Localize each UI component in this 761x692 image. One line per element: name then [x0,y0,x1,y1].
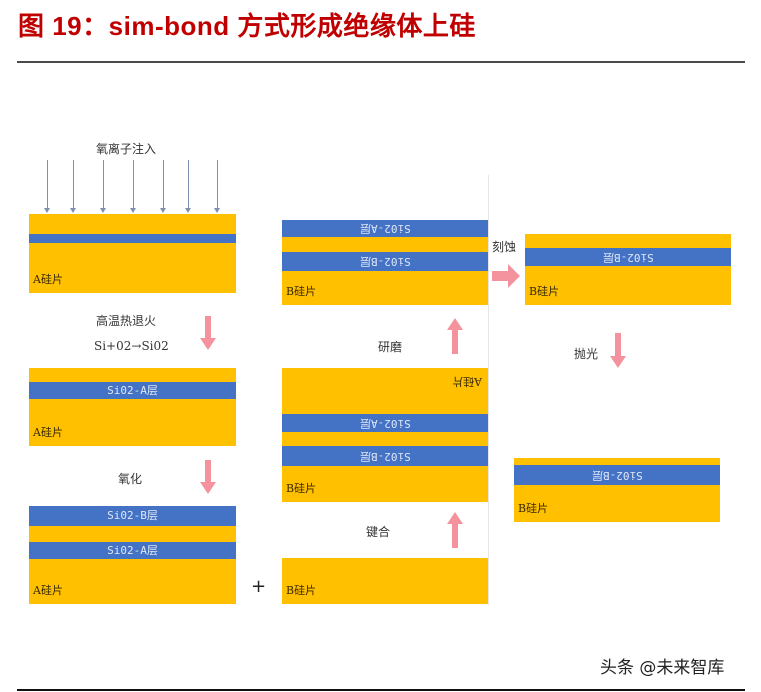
implanted-oxygen-layer [29,234,236,243]
step-label-grind: 研磨 [378,340,403,354]
figure-title: 图 19：sim-bond 方式形成绝缘体上硅 [18,11,476,41]
oxide-layer-a: Si02-A层 [29,382,236,399]
oxide-layer-a: Si02-A层 [29,542,236,559]
step-label-anneal-reaction: Si+02→Si02 [94,339,169,353]
wafer-label: B硅片 [518,502,549,515]
oxide-layer-b: Si02-B层 [525,248,731,266]
watermark: 头条 @未来智库 [600,658,725,678]
up-arrow-icon [447,512,463,548]
oxide-layer-b: Si02-B层 [29,506,236,526]
flipped-text: Si02-B层 [602,251,654,264]
ion-arrow-icon [100,160,106,213]
wafer-label: A硅片 [33,584,63,597]
wafer-label: A硅片 [33,426,63,439]
wafer-label: B硅片 [286,584,317,597]
ion-arrow-icon [70,160,76,213]
wafer-label: B硅片 [529,285,560,298]
ion-arrow-icon [214,160,220,213]
wafer-label: B硅片 [286,482,317,495]
ion-arrow-icon [185,160,191,213]
wafer-bonded: A硅片 Si02-A层 Si02-B层 B硅片 [282,368,488,502]
oxide-layer-a: Si02-A层 [282,414,488,432]
bottom-divider [17,689,745,691]
flipped-text: Si02-B层 [591,469,643,482]
flipped-text: Si02-B层 [359,450,411,463]
flipped-text: A硅片 [452,375,482,388]
plus-sign: + [251,576,267,597]
wafer-ground: Si02-A层 Si02-B层 B硅片 [282,220,488,305]
step-label-anneal: 高温热退火 [96,314,157,328]
down-arrow-icon [200,316,216,350]
step-label-oxidize: 氧化 [118,472,143,486]
flipped-text: Si02-A层 [359,417,411,430]
up-arrow-icon [447,318,463,354]
ion-arrow-icon [130,160,136,213]
top-divider [17,61,745,63]
wafer-label-flipped: A硅片 [452,374,482,390]
right-arrow-icon [492,264,520,288]
wafer-label: A硅片 [33,273,63,286]
wafer-a-oxidized: Si02-B层 Si02-A层 A硅片 [29,506,236,604]
wafer-a-implanted: A硅片 [29,214,236,293]
down-arrow-icon [200,460,216,494]
oxide-layer-b: Si02-B层 [282,446,488,466]
flipped-text: Si02-A层 [359,222,411,235]
step-label-polish: 抛光 [574,347,599,361]
step-label-etch: 刻蚀 [492,240,517,254]
down-arrow-icon [610,333,626,368]
oxide-layer-b: Si02-B层 [514,465,720,485]
wafer-polished: Si02-B层 B硅片 [514,458,720,522]
wafer-etched: Si02-B层 B硅片 [525,234,731,305]
step-label-ion-implant: 氧离子注入 [96,142,157,156]
ion-arrow-icon [160,160,166,213]
oxide-layer-a: Si02-A层 [282,220,488,237]
column-divider [488,175,489,605]
wafer-a-annealed: Si02-A层 A硅片 [29,368,236,446]
wafer-b-bare: B硅片 [282,558,488,604]
ion-arrow-icon [44,160,50,213]
wafer-label: B硅片 [286,285,317,298]
step-label-bond: 键合 [366,525,391,539]
oxide-layer-b: Si02-B层 [282,252,488,271]
flipped-text: Si02-B层 [359,255,411,268]
